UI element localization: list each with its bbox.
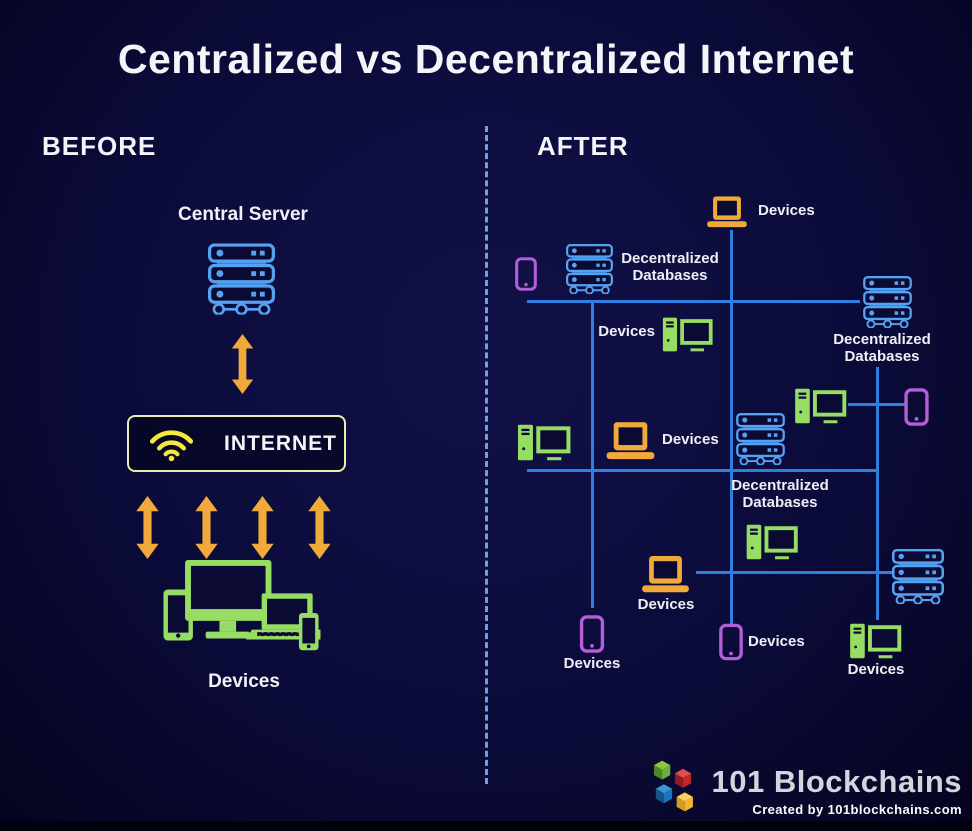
network-line: [730, 230, 733, 624]
server-icon: [863, 276, 912, 328]
desktop-icon: [517, 423, 572, 462]
phone-icon: [904, 388, 929, 426]
central-server-label: Central Server: [178, 204, 308, 225]
device-label: Devices: [637, 596, 695, 613]
server-icon: [892, 548, 944, 605]
page-title: Centralized vs Decentralized Internet: [117, 36, 855, 82]
laptop-icon: [705, 194, 749, 231]
device-label: Devices: [563, 655, 621, 672]
database-label: Decentralized Databases: [833, 331, 931, 366]
network-line: [696, 571, 892, 574]
double-arrow-icon: [229, 334, 256, 394]
internet-box: INTERNET: [127, 415, 346, 472]
server-icon: [736, 413, 785, 465]
bottom-frame-bar: [0, 821, 972, 831]
device-label: Devices: [598, 323, 655, 340]
devices-cluster-icon: [163, 560, 321, 666]
double-arrow-icon: [134, 496, 161, 559]
laptop-icon: [639, 556, 692, 594]
database-label: Decentralized Databases: [621, 250, 719, 285]
network-line: [591, 300, 594, 608]
phone-icon: [515, 256, 537, 292]
desktop-icon: [661, 316, 715, 353]
double-arrow-icon: [193, 496, 220, 559]
device-label: Devices: [662, 431, 719, 448]
double-arrow-icon: [249, 496, 276, 559]
device-label: Devices: [758, 202, 815, 219]
network-line: [527, 469, 878, 472]
phone-icon: [579, 615, 605, 653]
network-line: [527, 300, 860, 303]
phone-icon: [719, 623, 743, 661]
wifi-icon: [148, 425, 195, 462]
network-line: [876, 367, 879, 620]
panel-divider-dashed-line: [485, 126, 488, 784]
desktop-icon: [794, 387, 848, 425]
database-label: Decentralized Databases: [731, 477, 829, 512]
cubes-logo-icon: [644, 757, 702, 815]
server-icon: [566, 243, 613, 295]
brand-name: 101 Blockchains: [711, 764, 962, 799]
central-server-icon: [208, 243, 275, 315]
double-arrow-icon: [306, 496, 333, 559]
devices-label: Devices: [208, 671, 280, 692]
device-label: Devices: [748, 633, 805, 650]
footer-logo: 101 Blockchains Created by 101blockchain…: [644, 757, 962, 817]
laptop-icon: [604, 422, 657, 461]
desktop-icon: [849, 622, 903, 660]
before-heading: BEFORE: [42, 131, 157, 161]
device-label: Devices: [847, 661, 905, 678]
desktop-icon: [746, 523, 799, 561]
after-heading: AFTER: [537, 131, 629, 161]
credit-text: Created by 101blockchains.com: [752, 802, 962, 817]
internet-label: INTERNET: [224, 431, 337, 455]
